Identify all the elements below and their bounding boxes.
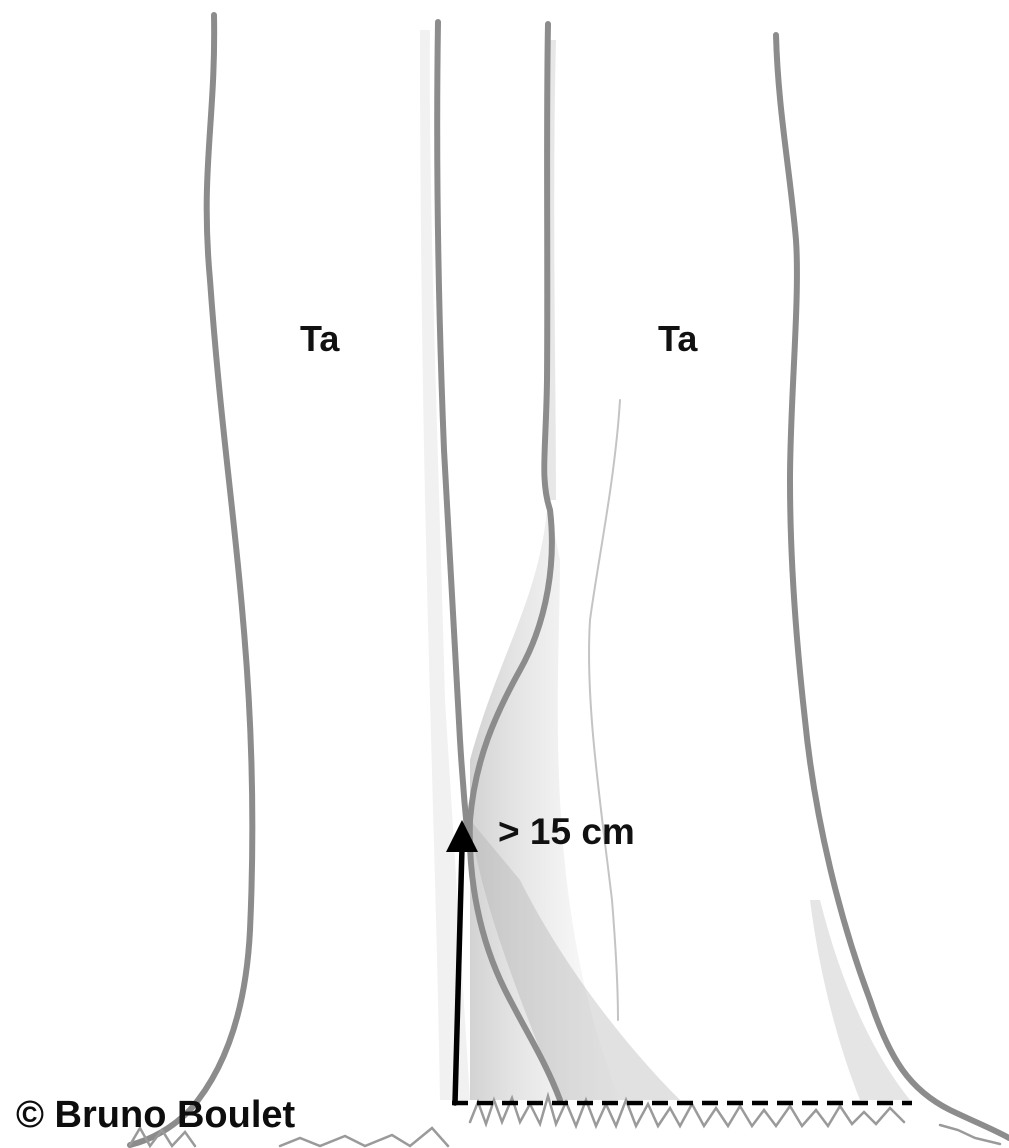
right-trunk-faint-contour	[589, 400, 620, 1020]
right-trunk-outer-edge	[776, 35, 1009, 1138]
trunk-left-label: Ta	[300, 318, 339, 360]
trunk-right-label: Ta	[658, 318, 697, 360]
shading-right-trunk-base	[810, 900, 910, 1100]
copyright-notice: © Bruno Boulet	[16, 1094, 295, 1137]
left-trunk-outer-edge	[130, 15, 252, 1145]
height-threshold-label: > 15 cm	[498, 811, 635, 853]
shading-left-trunk-right-edge	[420, 30, 470, 1100]
